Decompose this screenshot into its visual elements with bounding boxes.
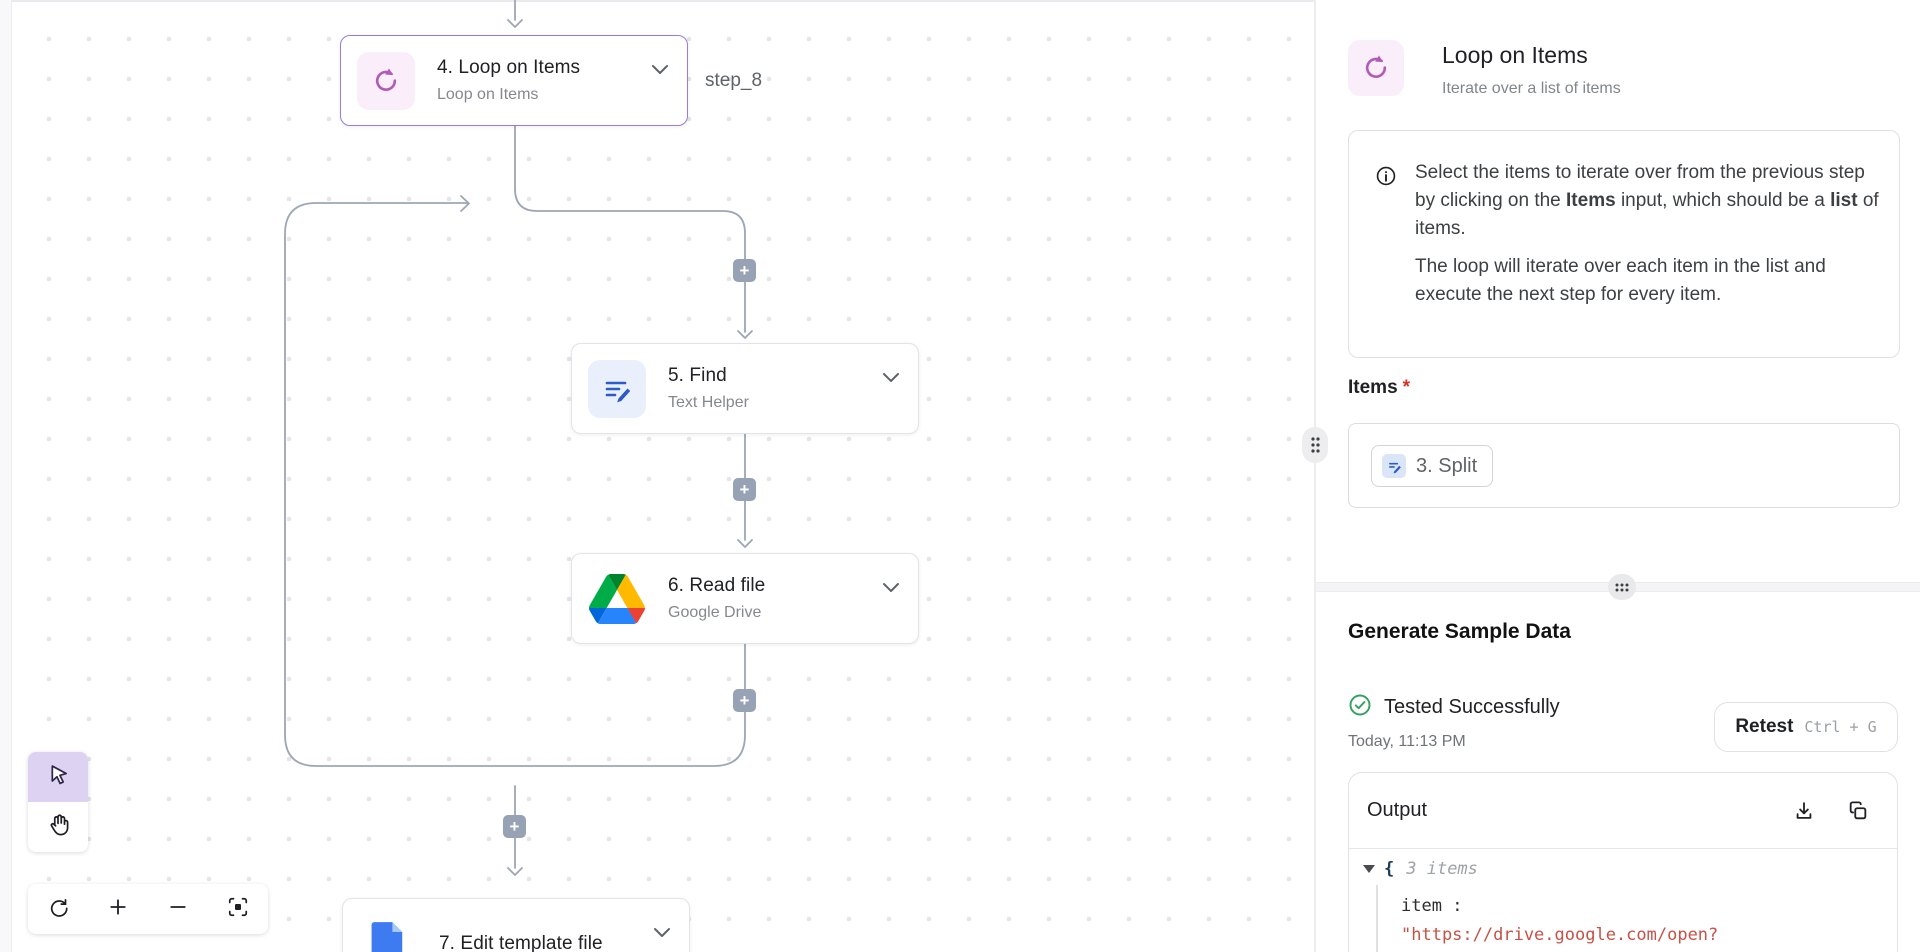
workflow-connectors — [284, 0, 753, 876]
panel-resize-handle[interactable] — [1302, 427, 1328, 463]
workflow-canvas[interactable]: 4. Loop on Items Loop on Items step_8 5.… — [0, 0, 1316, 952]
text-helper-icon — [588, 359, 646, 418]
json-tree-guide — [1376, 885, 1378, 952]
zoom-out-button[interactable] — [148, 884, 208, 934]
node-subtitle: Text Helper — [668, 394, 749, 411]
node-subtitle: Loop on Items — [437, 86, 539, 103]
chevron-down-icon[interactable] — [882, 581, 900, 599]
generate-sample-data-heading: Generate Sample Data — [1348, 620, 1571, 643]
add-step-button[interactable]: + — [733, 478, 756, 501]
download-icon[interactable] — [1793, 800, 1815, 822]
canvas-dot-grid — [12, 0, 1316, 952]
reset-view-button[interactable] — [28, 884, 88, 934]
output-title: Output — [1367, 799, 1428, 821]
add-step-button[interactable]: + — [503, 815, 526, 838]
canvas-left-edge — [0, 0, 12, 952]
retest-button[interactable]: Retest Ctrl + G — [1714, 702, 1898, 752]
loop-icon — [357, 51, 415, 110]
select-tool-button[interactable] — [28, 752, 88, 802]
collapse-caret-icon[interactable] — [1363, 865, 1375, 873]
node-edit-template-file[interactable]: 7. Edit template file — [342, 898, 690, 952]
output-card: Output — [1348, 772, 1898, 952]
chevron-down-icon[interactable] — [651, 63, 669, 81]
canvas-tool-palette — [28, 752, 88, 852]
chevron-down-icon[interactable] — [882, 371, 900, 389]
zoom-in-button[interactable] — [88, 884, 148, 934]
json-key-line: item : — [1401, 896, 1463, 916]
step-config-panel: Loop on Items Iterate over a list of ite… — [1302, 0, 1920, 952]
node-title: 7. Edit template file — [439, 932, 603, 952]
json-root-brace: { — [1384, 859, 1395, 879]
plus-icon — [106, 895, 130, 924]
test-timestamp: Today, 11:13 PM — [1348, 733, 1466, 750]
info-card: Select the items to iterate over from th… — [1348, 130, 1900, 358]
output-json-view: { 3 items item : "https://drive.google.c… — [1349, 849, 1897, 952]
cursor-icon — [45, 762, 71, 793]
hand-icon — [45, 812, 71, 843]
panel-subtitle: Iterate over a list of items — [1442, 80, 1621, 97]
success-check-icon — [1348, 693, 1372, 722]
items-value-chip[interactable]: 3. Split — [1371, 445, 1494, 487]
items-field-label: Items* — [1348, 377, 1411, 398]
panel-title: Loop on Items — [1442, 42, 1588, 68]
test-status: Tested Successfully — [1348, 693, 1560, 722]
retest-shortcut: Ctrl + G — [1804, 718, 1877, 736]
json-value-line: "https://drive.google.com/open? — [1401, 925, 1719, 945]
status-text: Tested Successfully — [1384, 696, 1560, 718]
google-docs-icon — [359, 915, 417, 952]
refresh-icon — [46, 895, 70, 924]
items-input[interactable]: 3. Split — [1348, 423, 1900, 508]
pan-tool-button[interactable] — [28, 802, 88, 852]
fit-to-screen-button[interactable] — [208, 884, 268, 934]
json-item-count: 3 items — [1406, 859, 1478, 879]
output-header: Output — [1349, 773, 1897, 849]
node-title: 5. Find — [668, 365, 727, 386]
retest-label: Retest — [1735, 716, 1794, 737]
google-drive-icon — [588, 570, 646, 628]
add-step-button[interactable]: + — [733, 689, 756, 712]
copy-icon[interactable] — [1847, 800, 1869, 822]
chip-label: 3. Split — [1416, 454, 1478, 477]
add-step-button[interactable]: + — [733, 259, 756, 282]
canvas-zoom-toolbar — [28, 884, 268, 934]
node-title: 4. Loop on Items — [437, 57, 581, 78]
minus-icon — [166, 895, 190, 924]
info-icon — [1375, 165, 1397, 192]
fit-screen-icon — [226, 895, 250, 924]
node-read-file[interactable]: 6. Read file Google Drive — [571, 553, 919, 644]
text-helper-icon — [1382, 454, 1406, 478]
required-asterisk: * — [1402, 377, 1411, 398]
step-id-label: step_8 — [705, 70, 763, 91]
node-loop-on-items[interactable]: 4. Loop on Items Loop on Items — [340, 35, 688, 126]
node-find[interactable]: 5. Find Text Helper — [571, 343, 919, 434]
loop-icon — [1348, 40, 1404, 96]
section-resize-handle[interactable] — [1608, 574, 1636, 600]
chevron-down-icon[interactable] — [653, 926, 671, 944]
node-subtitle: Google Drive — [668, 604, 762, 621]
info-text: Select the items to iterate over from th… — [1415, 162, 1879, 305]
node-title: 6. Read file — [668, 575, 766, 596]
